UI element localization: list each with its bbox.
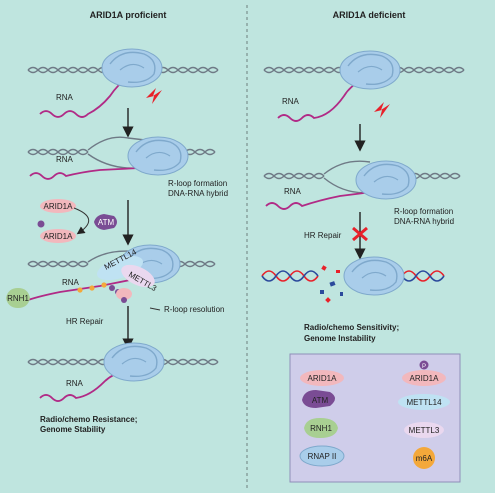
atm-label: ATM [98, 218, 115, 227]
rloop-resolution-label: R-loop resolution [164, 305, 224, 314]
rna-polymerase [355, 160, 417, 200]
arid1a-protein [40, 199, 76, 213]
rna-polymerase [339, 50, 401, 90]
dna-fragment [321, 265, 327, 271]
m6a-mark [89, 285, 95, 291]
outcome-line1: Radio/chemo Resistance; [40, 415, 137, 424]
right-step2: RNA R-loop formation DNA-RNA hybrid [263, 160, 461, 226]
dna-damage-bolt [146, 88, 162, 104]
rna-label: RNA [56, 93, 74, 102]
legend-rnh1: RNH1 [310, 424, 332, 433]
rloop-formation-label: R-loop formation [168, 179, 227, 188]
legend-mettl14: METTL14 [406, 398, 442, 407]
rna-polymerase [343, 256, 405, 296]
dna-rna-hybrid-label: DNA-RNA hybrid [394, 217, 454, 226]
arid1a-protein [116, 288, 132, 300]
legend-mettl14-swatch [398, 394, 450, 410]
outcome-line2: Genome Stability [40, 425, 106, 434]
dna-fragment [329, 281, 336, 287]
blocked-x-icon [352, 226, 368, 242]
rna-label: RNA [66, 379, 84, 388]
left-step2: RNA R-loop formation DNA-RNA hybrid [27, 136, 228, 198]
mettl3-protein [121, 264, 155, 288]
outcome-line1: Radio/chemo Sensitivity; [304, 323, 399, 332]
legend-arid1a: ARID1A [308, 374, 338, 383]
rna-strand [29, 167, 141, 180]
legend-p: P [422, 364, 426, 370]
dna-fragment [320, 290, 324, 294]
rna-strand [39, 369, 127, 402]
hr-repair-label: HR Repair [304, 231, 342, 240]
atm-protein [94, 214, 117, 230]
legend-rnap-swatch [299, 445, 345, 467]
right-step3: Radio/chemo Sensitivity; Genome Instabil… [261, 256, 445, 343]
rna-label: RNA [284, 187, 302, 196]
legend-arid1a-p-swatch [402, 370, 446, 386]
left-step1: RNA [27, 48, 219, 118]
legend-rnh1-swatch [304, 418, 338, 438]
rna-polymerase [103, 342, 165, 382]
rna-strand [277, 79, 363, 122]
rna-strand [265, 191, 373, 210]
dna-fragment [336, 270, 340, 273]
mettl14-protein [96, 255, 144, 281]
legend-m6a-swatch [413, 447, 435, 469]
legend-arid1a-p: ARID1A [410, 374, 440, 383]
left-step3: METTL14 METTL3 RNH1 RNA R-loop resolutio… [6, 244, 224, 326]
m6a-mark [77, 287, 83, 293]
phosphate-dot [109, 285, 115, 291]
arid1a-label: ARID1A [44, 232, 74, 241]
phosphate-dot [37, 220, 45, 228]
rna-strand [27, 279, 131, 301]
legend-mettl3: METTL3 [409, 426, 440, 435]
rna-polymerase [127, 136, 189, 176]
dna-rna-hybrid-label: DNA-RNA hybrid [168, 189, 228, 198]
rna-strand [39, 77, 129, 118]
arid1a-protein [40, 229, 76, 243]
rna-label: RNA [282, 97, 300, 106]
legend-arid1a-swatch [300, 370, 344, 386]
left-step4: RNA Radio/chemo Resistance; Genome Stabi… [27, 342, 219, 434]
left-title: ARID1A proficient [90, 10, 167, 20]
right-title: ARID1A deficient [333, 10, 406, 20]
legend: ARID1A P ARID1A ATM METTL14 RNH1 METTL3 … [289, 353, 461, 483]
outcome-line2: Genome Instability [304, 334, 376, 343]
dna-fragment [325, 297, 331, 303]
legend-mettl3-swatch [404, 422, 444, 438]
legend-phosphate-icon [419, 360, 429, 370]
arid1a-label: ARID1A [44, 202, 74, 211]
legend-m6a: m6A [416, 454, 433, 463]
rna-label: RNA [56, 155, 74, 164]
hr-repair-label: HR Repair [66, 317, 104, 326]
rloop-formation-label: R-loop formation [394, 207, 453, 216]
atm-phosphorylation: ARID1A ARID1A ATM [37, 199, 117, 243]
right-step1: RNA [263, 50, 465, 122]
legend-atm-swatch [302, 390, 335, 408]
rnh1-label: RNH1 [7, 294, 29, 303]
m6a-mark [101, 282, 107, 288]
legend-rnap: RNAP II [308, 452, 337, 461]
legend-atm: ATM [312, 396, 329, 405]
phosphate-dot [121, 297, 127, 303]
dna-damage-bolt [374, 102, 390, 118]
rna-label: RNA [62, 278, 80, 287]
dna-fragment [340, 292, 343, 296]
rna-polymerase [101, 48, 163, 88]
rnh1-protein [6, 288, 30, 308]
